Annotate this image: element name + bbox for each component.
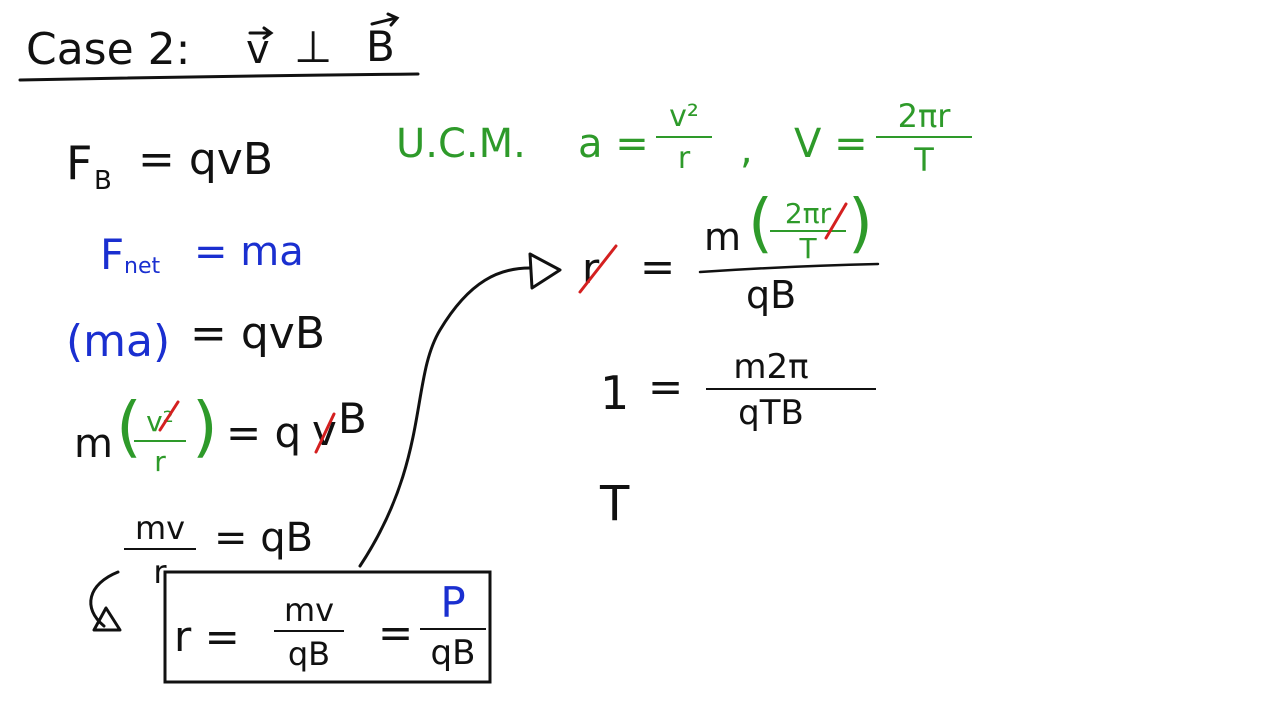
ucm-v-numerator: 2πr — [897, 97, 951, 135]
ucm-comma: , — [740, 127, 753, 173]
force-magnetic-rhs: = qvB — [138, 134, 274, 185]
momentum-symbol: P — [440, 578, 466, 627]
eq2-lhs: 1 — [600, 366, 630, 420]
mv2-m: m — [74, 421, 113, 467]
mvr-fraction-bar — [124, 548, 196, 550]
ucm-v-lhs: V = — [794, 121, 868, 167]
cancel-mark-r — [578, 244, 618, 294]
net-force-rhs: = ma — [194, 229, 304, 275]
title-underline — [18, 72, 420, 82]
mvr-rhs: = qB — [214, 515, 314, 561]
eq1-inner-fraction: 2πr T — [770, 200, 846, 263]
boxed-fraction-1: mv qB — [274, 594, 344, 670]
mv2-B: B — [338, 394, 367, 443]
ma-term: (ma) — [66, 316, 171, 367]
eq1-inner-denominator: T — [799, 232, 817, 265]
eq1-inner-fraction-bar — [770, 230, 846, 232]
mv2-fraction-bar — [134, 440, 186, 442]
ucm-a-lhs: a = — [578, 121, 649, 167]
ucm-a-fraction-bar — [656, 136, 712, 138]
eq1-main-fraction-bar — [698, 262, 880, 274]
eq2-denominator: qTB — [738, 393, 804, 433]
cancel-mark-inner-r — [824, 202, 848, 240]
net-force-subscript: net — [124, 254, 161, 279]
substitution-arrow — [358, 266, 532, 568]
ucm-v-fraction: 2πr T — [876, 100, 972, 176]
eq2-numerator: m2π — [733, 347, 809, 387]
title-case: Case 2: — [26, 24, 191, 75]
title-v: v — [246, 27, 270, 73]
eq2-eq: = — [648, 362, 684, 411]
ucm-label: U.C.M. — [396, 121, 526, 167]
mv2-open-paren: ( — [116, 388, 142, 465]
ucm-a-fraction: v² r — [656, 102, 712, 174]
boxed-fraction-bar-2 — [420, 628, 486, 630]
vector-arrow-v — [248, 26, 274, 40]
eq1-open-paren: ( — [748, 187, 773, 261]
mvr-numerator: mv — [134, 509, 186, 547]
ucm-v-denominator: T — [914, 141, 934, 179]
eq1-close-paren: ) — [848, 187, 873, 261]
eq3-lhs: T — [600, 476, 630, 532]
eq1-m: m — [704, 215, 742, 259]
boxed-fraction-2: P qB — [420, 582, 486, 670]
eq1-eq: = — [640, 242, 676, 291]
vector-arrow-B — [370, 12, 400, 27]
ucm-v-fraction-bar — [876, 136, 972, 138]
mv2-rhs: = q — [226, 408, 302, 457]
eq1-denominator: qB — [746, 273, 797, 317]
title-perp: ⊥ — [294, 22, 333, 73]
force-magnetic-symbol: F — [66, 136, 93, 190]
substitution-arrowhead — [528, 252, 562, 290]
eq2-fraction: m2π qTB — [706, 347, 876, 433]
eq1-lhs-cancelled: r — [582, 244, 600, 293]
boxed-fraction-bar-1 — [274, 630, 344, 632]
force-magnetic-subscript: B — [94, 166, 112, 196]
mv2-denominator: r — [154, 445, 166, 478]
boxed-denominator-2: qB — [430, 633, 476, 673]
boxed-lhs: r = — [174, 612, 240, 661]
eq1-inner-numerator: 2πr — [784, 197, 832, 230]
mvr-denominator: r — [153, 553, 167, 591]
net-force-symbol: F — [100, 230, 125, 279]
ma-rhs: = qvB — [190, 308, 326, 359]
boxed-denominator-1: qB — [287, 635, 331, 673]
ucm-a-denominator: r — [677, 141, 691, 176]
hook-arrowhead — [92, 606, 122, 632]
ucm-a-numerator: v² — [669, 99, 699, 134]
mvr-fraction: mv r — [124, 512, 196, 588]
cancel-mark-v2 — [158, 400, 180, 432]
mv2-close-paren: ) — [192, 388, 218, 465]
cancel-mark-v — [314, 412, 336, 454]
boxed-eq: = — [378, 608, 414, 657]
boxed-numerator-1: mv — [283, 591, 335, 629]
result-box — [163, 570, 492, 684]
eq2-fraction-bar — [706, 388, 876, 390]
title-B: B — [366, 22, 395, 71]
